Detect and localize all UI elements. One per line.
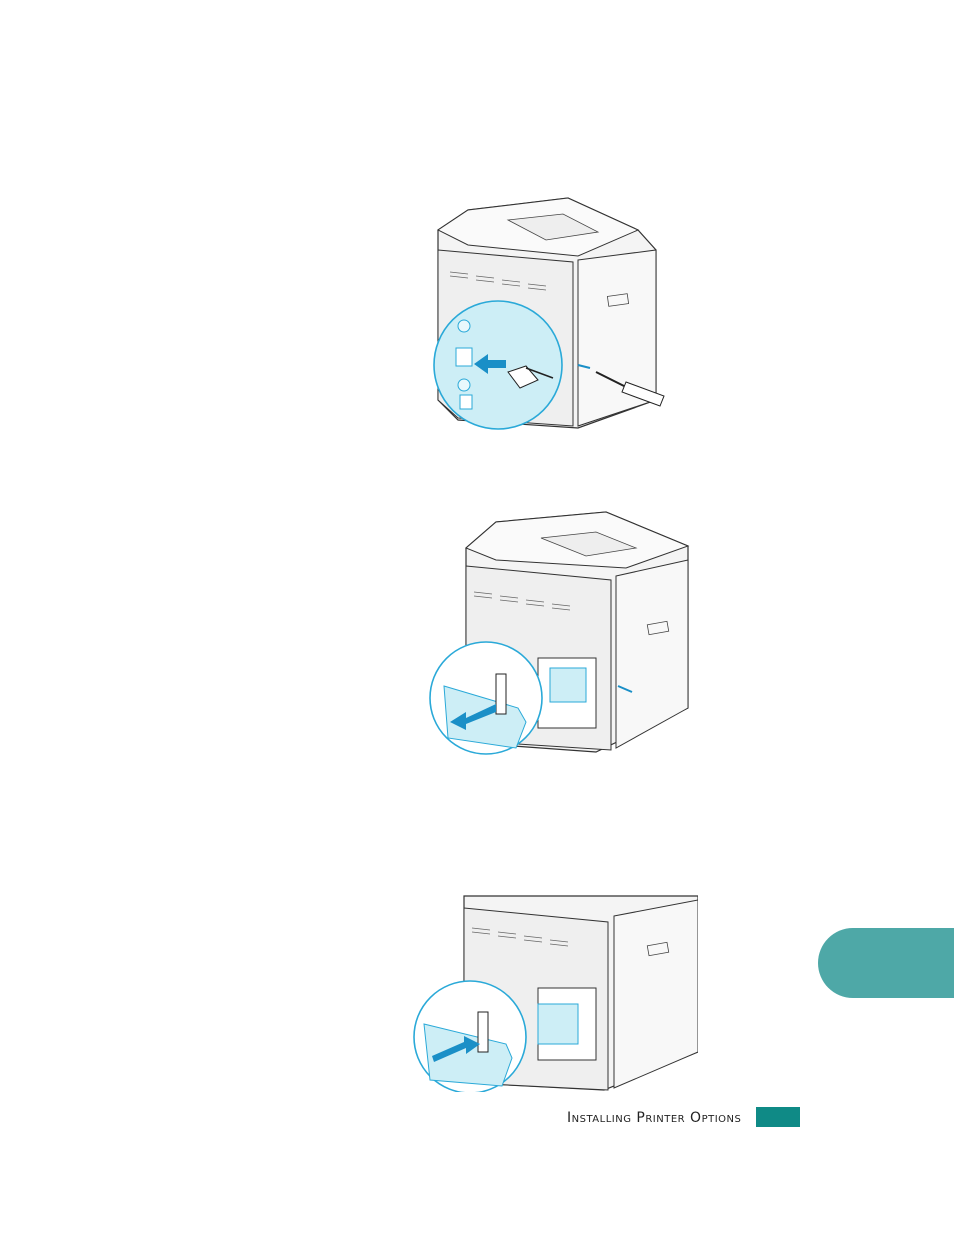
footer-section-title: Installing Printer Options	[567, 1110, 741, 1126]
lift-board-illustration	[426, 508, 698, 756]
remove-screws-illustration	[428, 190, 668, 430]
chapter-tab-rounded	[818, 928, 942, 998]
insert-card-illustration	[408, 892, 698, 1092]
page-number-badge	[756, 1107, 800, 1127]
